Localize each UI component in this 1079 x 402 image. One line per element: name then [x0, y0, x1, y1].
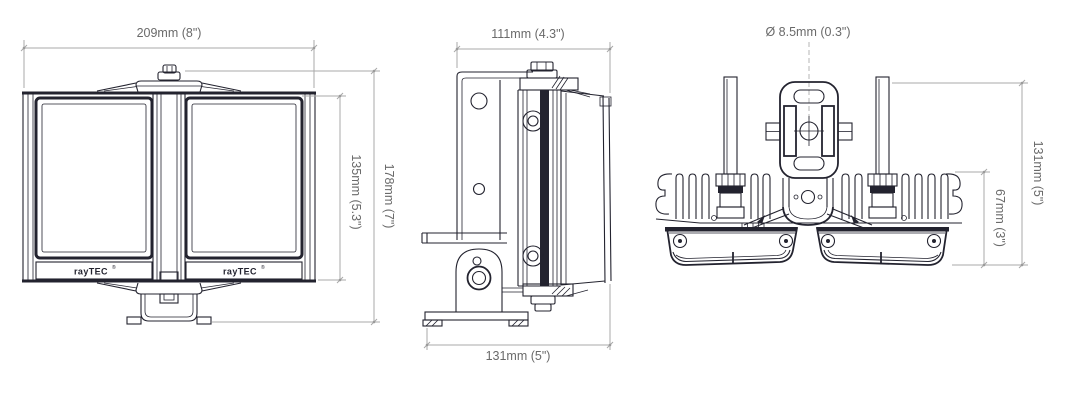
tilt-arrow-right	[851, 215, 859, 224]
base-plate	[424, 311, 529, 321]
side-bottom-bolt	[502, 283, 589, 312]
brand-logo-left: rayTEC	[74, 267, 108, 277]
yoke-slot-top	[793, 89, 825, 104]
side-arm	[421, 232, 507, 244]
cable-posts	[715, 76, 898, 219]
bottom-mounting-bracket	[96, 282, 242, 325]
top-dimensions	[892, 79, 1028, 269]
brand-logo-right-registered-icon: ®	[261, 264, 265, 271]
top-mounting-yoke	[765, 81, 853, 179]
side-lamp-body	[517, 89, 612, 287]
front-body	[22, 91, 316, 283]
side-top-bolt	[519, 61, 591, 98]
bracket-hole-lower	[472, 182, 486, 196]
lamp-head-right	[815, 227, 949, 266]
bracket-hole-upper	[470, 92, 488, 110]
bracket-foot-left	[126, 316, 142, 325]
top-mounting-cap	[96, 64, 242, 93]
side-view	[421, 42, 614, 350]
front-height-outer-dimension: 178mm (7")	[382, 164, 396, 229]
front-panel-left	[34, 96, 154, 280]
tilt-arrow-left	[757, 215, 765, 224]
top-view	[655, 42, 1028, 269]
front-panel-right	[184, 96, 304, 280]
lamp-head-left	[665, 227, 799, 266]
brand-band-right	[185, 261, 303, 280]
side-dimensions	[423, 42, 614, 350]
side-pivot-base	[422, 248, 529, 327]
pivot-bolt	[466, 265, 492, 291]
side-base-width-dimension: 131mm (5")	[486, 349, 551, 363]
side-width-dimension: 111mm (4.3")	[491, 27, 564, 41]
heatsink-fins	[655, 173, 963, 224]
top-depth-inner-dimension: 67mm (3")	[993, 189, 1007, 247]
brand-logo-right: rayTEC	[223, 267, 257, 277]
yoke-slot-bottom	[793, 156, 825, 171]
bracket-foot-right	[196, 316, 212, 325]
front-width-dimension: 209mm (8")	[137, 26, 202, 40]
front-dimensions	[20, 40, 380, 326]
top-hole-dimension: Ø 8.5mm (0.3")	[765, 25, 850, 39]
center-pivot-dome	[741, 178, 873, 229]
brand-logo-left-registered-icon: ®	[112, 264, 116, 271]
brand-band-left	[35, 261, 153, 280]
front-height-inner-dimension: 135mm (5.3")	[349, 154, 363, 229]
top-depth-outer-dimension: 131mm (5")	[1031, 141, 1045, 206]
side-bracket-plate	[456, 71, 533, 240]
front-view	[20, 40, 380, 326]
